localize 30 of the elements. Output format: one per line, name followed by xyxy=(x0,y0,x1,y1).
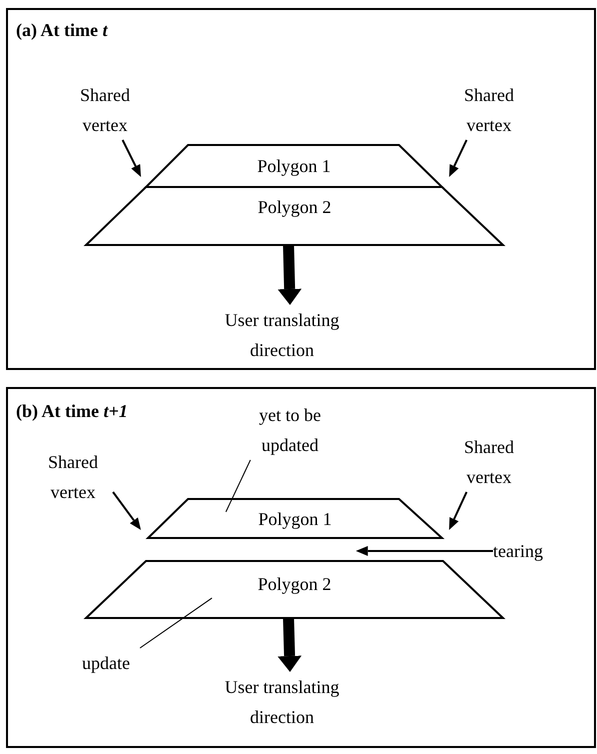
arrow xyxy=(449,140,468,177)
thick-arrow xyxy=(278,244,302,305)
trapezoid-shape xyxy=(86,561,503,618)
arrow xyxy=(112,491,141,530)
callout-label: Shared vertex xyxy=(33,447,113,507)
polygon-label: Polygon 1 xyxy=(257,155,331,177)
arrow xyxy=(449,492,468,530)
panel-heading: (a) At time t xyxy=(16,20,108,41)
trapezoid-shape xyxy=(148,499,442,538)
arrow xyxy=(356,546,493,556)
polygon-label: Polygon 2 xyxy=(258,196,332,218)
panel-heading: (b) At time t+1 xyxy=(16,401,128,422)
callout-label: update xyxy=(82,648,140,678)
leader-line xyxy=(140,598,212,648)
panel-frame xyxy=(6,8,596,370)
arrow xyxy=(122,140,141,177)
polygon-label: Polygon 2 xyxy=(258,573,332,595)
thick-arrow xyxy=(278,618,302,672)
polygon-label: Polygon 1 xyxy=(258,508,332,530)
panel-frame xyxy=(6,387,596,748)
callout-label: tearing xyxy=(493,537,559,565)
leader-line xyxy=(225,460,251,512)
callout-label: Shared vertex xyxy=(449,432,529,492)
callout-label: User translating direction xyxy=(202,672,362,732)
trapezoid-shape xyxy=(86,187,503,245)
callout-label: User translating direction xyxy=(202,305,362,365)
callout-label: yet to be updated xyxy=(235,400,345,460)
trapezoid-shape xyxy=(146,145,442,187)
callout-label: Shared vertex xyxy=(65,80,145,140)
callout-label: Shared vertex xyxy=(449,80,529,140)
